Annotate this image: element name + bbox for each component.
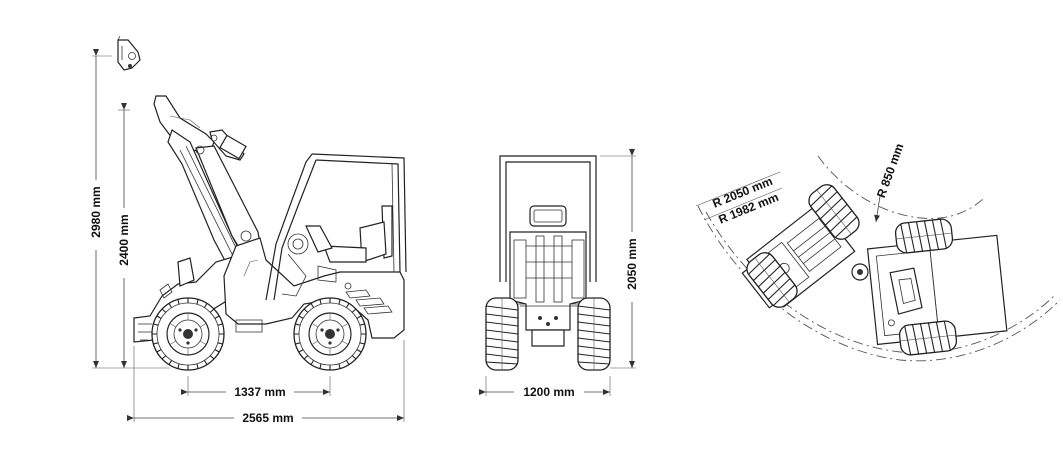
top-tire-rear-left-icon xyxy=(897,319,959,357)
front-view: 1200 mm 2050 mm xyxy=(479,149,642,400)
attachment-hook-icon xyxy=(117,35,141,71)
outer-radius-arc xyxy=(697,205,1061,362)
cab-height-label: 2050 mm xyxy=(625,238,639,289)
inner-turn-radius-label: R 850 mm xyxy=(874,142,907,200)
inner-turn-arc xyxy=(817,155,985,219)
top-view-machine xyxy=(741,180,1008,357)
front-body xyxy=(509,205,587,347)
chassis xyxy=(223,237,405,339)
radius-leaders xyxy=(695,171,881,223)
front-right-tire-icon xyxy=(577,297,611,371)
rear-wheel-icon xyxy=(293,297,367,371)
side-view: 1337 mm 2565 mm 2980 mm 2400 mm xyxy=(86,35,407,426)
track-width-label: 1200 mm xyxy=(523,385,574,399)
front-rops xyxy=(499,155,597,282)
front-left-tire-icon xyxy=(485,297,519,371)
front-wheel-icon xyxy=(151,297,225,371)
loader-boom xyxy=(153,95,263,271)
lift-height-label: 2400 mm xyxy=(117,214,131,265)
overall-length-label: 2565 mm xyxy=(242,411,293,425)
top-tire-rear-right-icon xyxy=(893,217,955,255)
overall-height-label: 2980 mm xyxy=(89,186,103,237)
operator-seat xyxy=(281,205,393,297)
rops-cab xyxy=(265,153,407,301)
wheelbase-label: 1337 mm xyxy=(234,385,285,399)
top-view: R 2050 mm R 1982 mm R 850 mm xyxy=(695,142,1061,362)
